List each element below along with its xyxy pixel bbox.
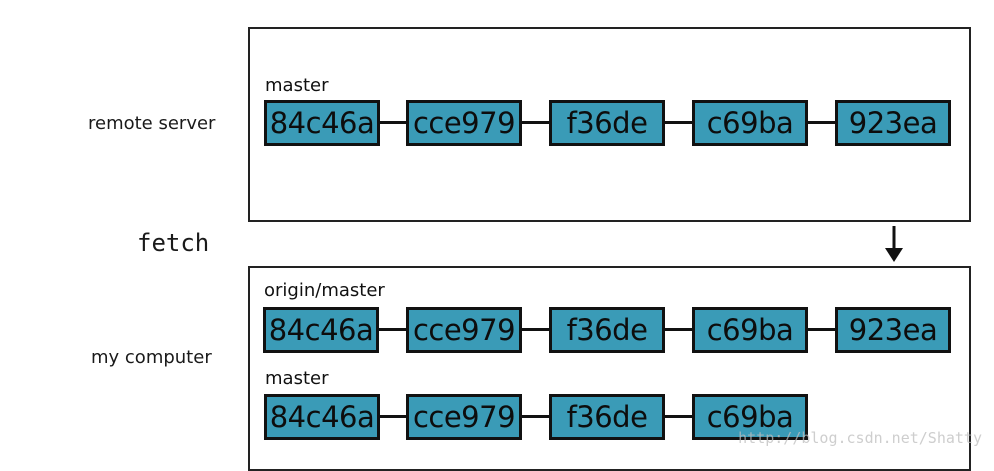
commit-box: c69ba <box>692 307 808 353</box>
commit-box: 84c46a <box>264 394 380 440</box>
commit-link <box>808 328 835 331</box>
commit-box: f36de <box>549 100 665 146</box>
commit-box: c69ba <box>692 100 808 146</box>
commit-box: cce979 <box>406 394 522 440</box>
commit-link <box>522 328 549 331</box>
commit-box: f36de <box>549 394 665 440</box>
commit-link <box>665 328 692 331</box>
commit-box: 84c46a <box>264 100 380 146</box>
commit-box: f36de <box>549 307 665 353</box>
commit-box: cce979 <box>406 307 522 353</box>
commit-box: 923ea <box>835 100 951 146</box>
arrow-down-icon <box>885 226 903 262</box>
my-computer-label: my computer <box>91 347 212 368</box>
commit-link <box>665 121 692 124</box>
commit-link <box>380 121 406 124</box>
local-master-branch-label: master <box>265 368 329 389</box>
commit-link <box>522 415 549 418</box>
commit-box: 84c46a <box>263 307 379 353</box>
remote-master-branch-label: master <box>265 75 329 96</box>
commit-box: 923ea <box>835 307 951 353</box>
fetch-label: fetch <box>137 229 210 257</box>
commit-link <box>380 415 406 418</box>
remote-server-label: remote server <box>88 113 216 134</box>
commit-link <box>665 415 692 418</box>
commit-link <box>808 121 835 124</box>
commit-box: c69ba <box>692 394 808 440</box>
commit-box: cce979 <box>406 100 522 146</box>
origin-master-branch-label: origin/master <box>264 280 385 301</box>
watermark: http://blog.csdn.net/Shatty <box>738 429 982 447</box>
commit-link <box>379 328 406 331</box>
commit-link <box>522 121 549 124</box>
